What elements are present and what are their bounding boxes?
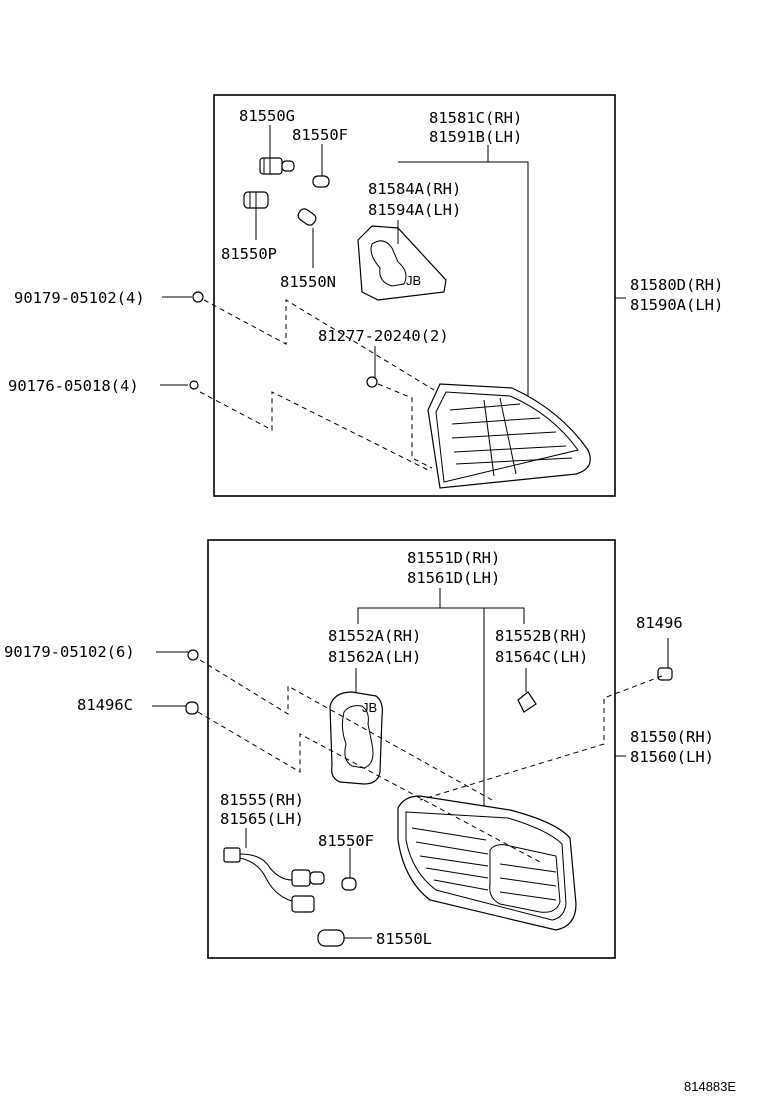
- label-90179-bottom: 90179-05102(6): [4, 643, 135, 661]
- label-81565: 81565(LH): [220, 810, 304, 828]
- label-81562a: 81562A(LH): [328, 648, 421, 666]
- screw-90179-top: [162, 291, 204, 303]
- clip-81496: [657, 638, 673, 681]
- screw-90176: [160, 380, 199, 390]
- bulb-81550g: [259, 157, 295, 175]
- bulb-81550f-top: [312, 175, 330, 188]
- gasket-81552a: JB: [329, 691, 383, 785]
- label-81550: 81550(RH): [630, 728, 714, 746]
- bottom-group-frame: [207, 539, 616, 959]
- label-81564c: 81564C(LH): [495, 648, 588, 666]
- label-81552a: 81552A(RH): [328, 627, 421, 645]
- label-90176: 90176-05018(4): [8, 377, 139, 395]
- screw-90179-bottom: [156, 649, 199, 661]
- label-81277: 81277-20240(2): [318, 327, 449, 345]
- label-81560: 81560(LH): [630, 748, 714, 766]
- label-81581c: 81581C(RH): [429, 109, 522, 127]
- bulb-81550l: [317, 929, 372, 947]
- bulb-81550f-bottom: [341, 848, 357, 891]
- label-81584a: 81584A(RH): [368, 180, 461, 198]
- label-81496: 81496: [636, 614, 683, 632]
- bulb-81550p: [243, 191, 269, 209]
- label-81591b: 81591B(LH): [429, 128, 522, 146]
- label-81550f-bottom: 81550F: [318, 832, 374, 850]
- top-group-frame: [213, 94, 616, 497]
- diagram-code: 814883E: [684, 1079, 736, 1094]
- gasket-81552b: [517, 691, 537, 713]
- label-81550p: 81550P: [221, 245, 277, 263]
- label-81551d: 81551D(RH): [407, 549, 500, 567]
- label-81590a: 81590A(LH): [630, 296, 723, 314]
- gasket-mark: JB: [406, 273, 421, 288]
- label-81550g: 81550G: [239, 107, 295, 125]
- label-81580d: 81580D(RH): [630, 276, 723, 294]
- label-81550f-top: 81550F: [292, 126, 348, 144]
- label-81594a: 81594A(LH): [368, 201, 461, 219]
- label-81550l: 81550L: [376, 930, 432, 948]
- label-81550n: 81550N: [280, 273, 336, 291]
- lamp-81580d: [427, 383, 591, 489]
- label-81555: 81555(RH): [220, 791, 304, 809]
- lamp-81550: [397, 795, 577, 931]
- label-81552b: 81552B(RH): [495, 627, 588, 645]
- gasket-81584a: JB: [357, 225, 447, 301]
- socket-81555: [223, 847, 325, 913]
- label-81561d: 81561D(LH): [407, 569, 500, 587]
- clip-81496c: [152, 701, 199, 715]
- bulb-81550n: [297, 208, 317, 226]
- label-90179-top: 90179-05102(4): [14, 289, 145, 307]
- label-81496c: 81496C: [77, 696, 133, 714]
- gasket-a-mark: JB: [362, 700, 377, 715]
- nut-81277: [366, 376, 378, 388]
